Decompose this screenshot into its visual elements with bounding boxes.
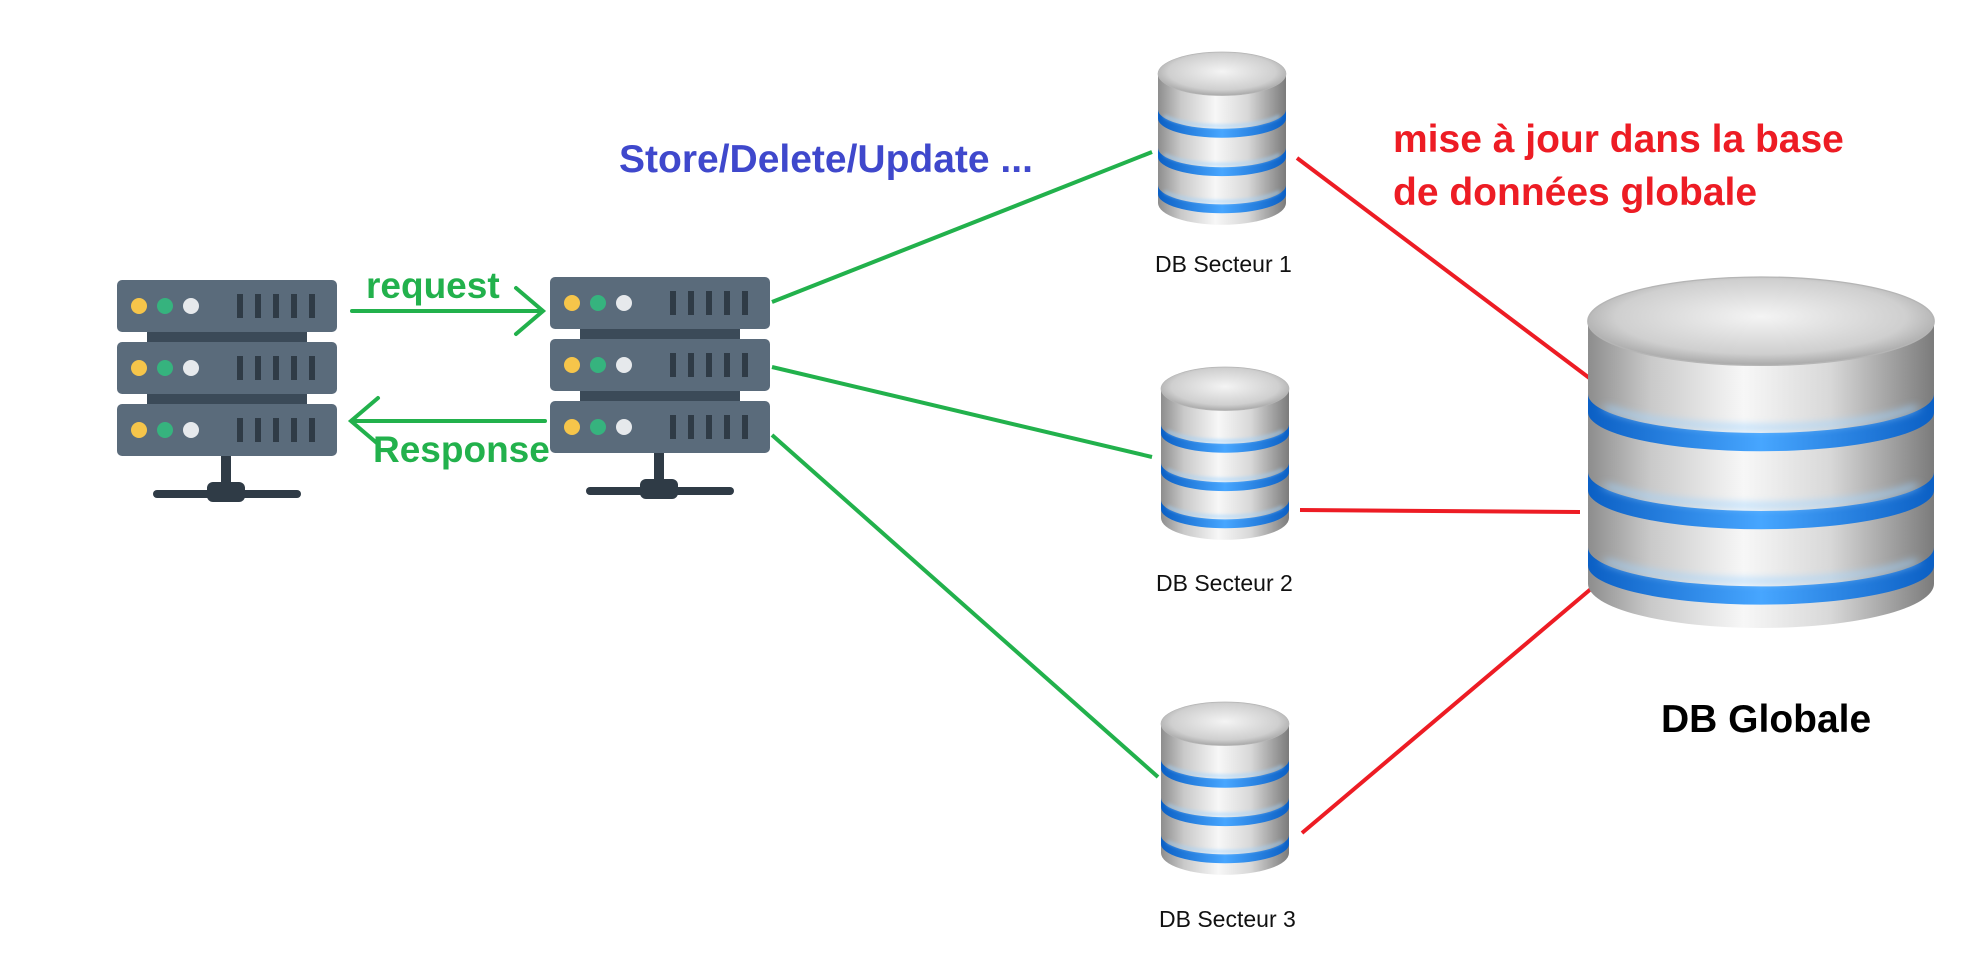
sync-note-line-1: mise à jour dans la base [1393, 118, 1844, 161]
db-secteur-3-label: DB Secteur 3 [1159, 906, 1296, 932]
sync-note-line-2: de données globale [1393, 171, 1757, 214]
db-secteur-2-icon [1161, 367, 1289, 540]
link-db2-to-global [1299, 508, 1581, 514]
link-app-to-db3 [770, 433, 1160, 779]
request-label: request [366, 265, 500, 306]
request-arrow [350, 286, 547, 336]
db-secteur-1-label: DB Secteur 1 [1155, 251, 1292, 277]
response-arrow [347, 396, 547, 446]
link-app-to-db1 [771, 150, 1153, 304]
app-server-icon [550, 277, 770, 499]
operations-label: Store/Delete/Update ... [619, 138, 1033, 181]
db-secteur-3-icon [1161, 702, 1289, 875]
link-db3-to-global [1300, 586, 1594, 835]
client-server-icon [117, 280, 337, 502]
link-db1-to-global [1295, 156, 1594, 382]
db-secteur-2-label: DB Secteur 2 [1156, 570, 1293, 596]
db-secteur-1-icon [1158, 52, 1286, 225]
db-globale-icon [1588, 277, 1934, 628]
link-app-to-db2 [771, 365, 1153, 459]
db-globale-label: DB Globale [1661, 698, 1871, 741]
response-label: Response [373, 429, 550, 470]
